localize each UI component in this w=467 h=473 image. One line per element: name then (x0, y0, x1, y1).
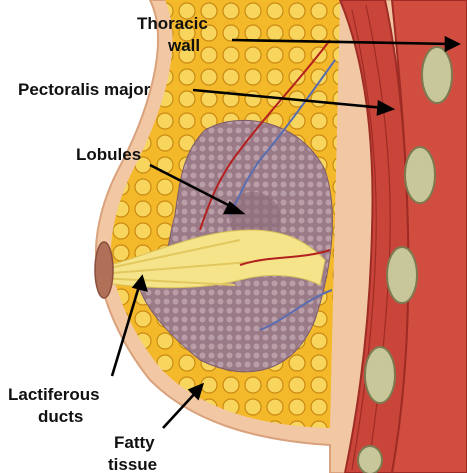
rib-5 (358, 446, 382, 473)
rib-2 (405, 147, 435, 203)
rib-1 (422, 47, 452, 103)
label-fatty-line2: tissue (108, 455, 157, 473)
label-lobules: Lobules (76, 145, 141, 164)
label-lactiferous-line2: ducts (38, 407, 83, 426)
nipple (95, 242, 113, 298)
label-lactiferous-line1: Lactiferous (8, 385, 100, 404)
label-pectoralis-major: Pectoralis major (18, 80, 151, 99)
label-thoracic-wall-line2: wall (167, 36, 200, 55)
label-thoracic-wall-line1: Thoracic (137, 14, 208, 33)
rib-4 (365, 347, 395, 403)
rib-3 (387, 247, 417, 303)
label-fatty-line1: Fatty (114, 433, 155, 452)
